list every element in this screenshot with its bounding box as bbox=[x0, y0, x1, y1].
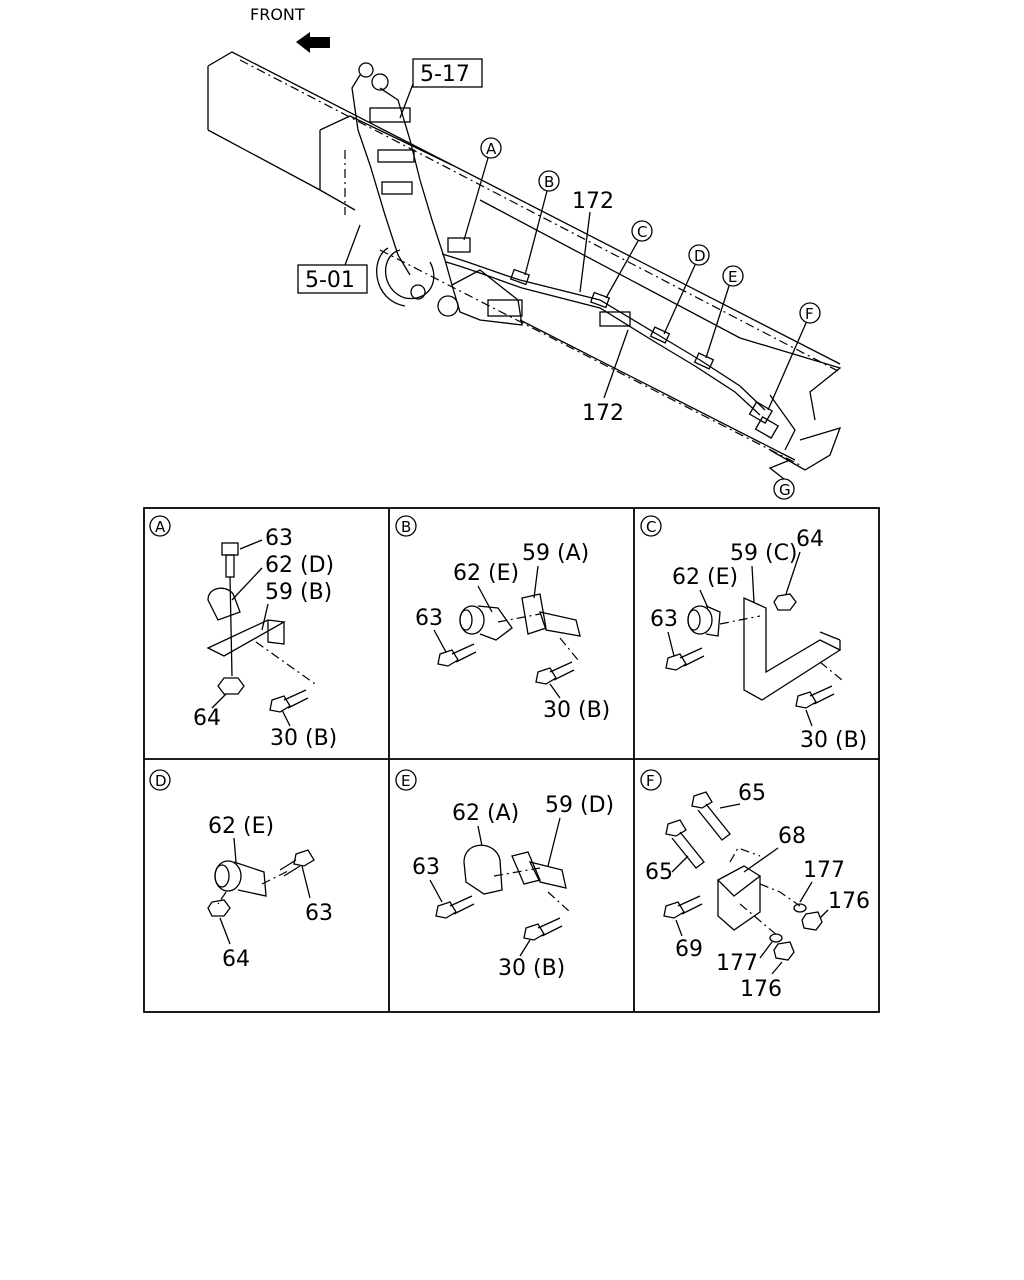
panel-a-letter: A bbox=[155, 518, 166, 536]
panel-a-label-63: 63 bbox=[265, 526, 293, 551]
panel-f-label-65-left: 65 bbox=[645, 860, 673, 885]
detail-panel-b: B 59 (A) 62 (E) 63 30 (B) bbox=[395, 515, 610, 723]
callout-f: F bbox=[767, 302, 821, 411]
callout-b: B bbox=[524, 170, 560, 276]
overview-assembly: FRONT bbox=[207, 5, 842, 500]
part-label-172-upper: 172 bbox=[572, 189, 614, 214]
callout-d-letter: D bbox=[694, 247, 706, 265]
ref-box-5-01: 5-01 bbox=[297, 224, 368, 294]
callout-c: C bbox=[605, 220, 653, 299]
panel-d-label-62e: 62 (E) bbox=[208, 814, 274, 839]
detail-grid bbox=[143, 507, 880, 1013]
panel-e-label-59d: 59 (D) bbox=[545, 793, 614, 818]
panel-c-label-64: 64 bbox=[796, 527, 824, 552]
panel-a-label-30b: 30 (B) bbox=[270, 726, 337, 751]
panel-c-letter: C bbox=[646, 518, 656, 536]
panel-a-label-64: 64 bbox=[193, 706, 221, 731]
panel-e-letter: E bbox=[401, 772, 410, 790]
panel-c-label-30b: 30 (B) bbox=[800, 728, 867, 753]
panel-e-label-62a: 62 (A) bbox=[452, 801, 519, 826]
panel-f-label-177-right: 177 bbox=[803, 858, 845, 883]
panel-f-letter: F bbox=[646, 772, 655, 790]
detail-panel-d: D 62 (E) 63 64 bbox=[149, 769, 333, 972]
panel-b-label-30b: 30 (B) bbox=[543, 698, 610, 723]
panel-f-label-69: 69 bbox=[675, 937, 703, 962]
callout-a: A bbox=[463, 137, 502, 241]
panel-c-label-62e: 62 (E) bbox=[672, 565, 738, 590]
panel-e-label-30b: 30 (B) bbox=[498, 956, 565, 981]
panel-b-label-62e: 62 (E) bbox=[453, 561, 519, 586]
callout-c-letter: C bbox=[637, 223, 647, 241]
part-label-172-lower: 172 bbox=[582, 401, 624, 426]
front-label: FRONT bbox=[250, 5, 305, 24]
detail-panel-e: E 62 (A) 59 (D) 63 30 (B) bbox=[395, 769, 614, 981]
callout-f-letter: F bbox=[805, 305, 814, 323]
front-arrow-icon bbox=[296, 32, 330, 53]
panel-b-label-59a: 59 (A) bbox=[522, 541, 589, 566]
detail-panel-a: A 63 62 (D) 59 (B) 64 30 (B) bbox=[149, 515, 337, 751]
callout-e: E bbox=[705, 265, 744, 359]
lever-bracket bbox=[351, 62, 523, 326]
detail-panel-f: F 65 68 65 177 176 69 177 17 bbox=[640, 769, 870, 1002]
panel-a-label-62d: 62 (D) bbox=[265, 553, 334, 578]
panel-c-label-63: 63 bbox=[650, 607, 678, 632]
panel-f-label-65-top: 65 bbox=[738, 781, 766, 806]
ref-box-5-01-label: 5-01 bbox=[305, 268, 355, 293]
frame-rail bbox=[207, 51, 842, 471]
panel-d-label-63: 63 bbox=[305, 901, 333, 926]
ref-box-5-17: 5-17 bbox=[399, 58, 483, 119]
callout-g: G bbox=[768, 459, 795, 500]
panel-f-label-177-bottom: 177 bbox=[716, 951, 758, 976]
panel-a-label-59b: 59 (B) bbox=[265, 580, 332, 605]
panel-d-label-64: 64 bbox=[222, 947, 250, 972]
cable-run bbox=[441, 253, 796, 451]
callout-a-letter: A bbox=[486, 140, 497, 158]
panel-c-label-59c: 59 (C) bbox=[730, 541, 798, 566]
panel-b-letter: B bbox=[401, 518, 411, 536]
ref-box-5-17-label: 5-17 bbox=[420, 62, 470, 87]
callout-e-letter: E bbox=[728, 268, 737, 286]
detail-panel-c: C 59 (C) 64 62 (E) 63 30 (B) bbox=[640, 515, 867, 753]
panel-f-label-176-bottom: 176 bbox=[740, 977, 782, 1002]
callout-b-letter: B bbox=[544, 173, 554, 191]
panel-e-label-63: 63 bbox=[412, 855, 440, 880]
callout-g-letter: G bbox=[779, 481, 791, 499]
panel-f-label-68: 68 bbox=[778, 824, 806, 849]
panel-d-letter: D bbox=[155, 772, 167, 790]
callout-d: D bbox=[663, 244, 710, 335]
panel-b-label-63: 63 bbox=[415, 606, 443, 631]
panel-f-label-176-right: 176 bbox=[828, 889, 870, 914]
